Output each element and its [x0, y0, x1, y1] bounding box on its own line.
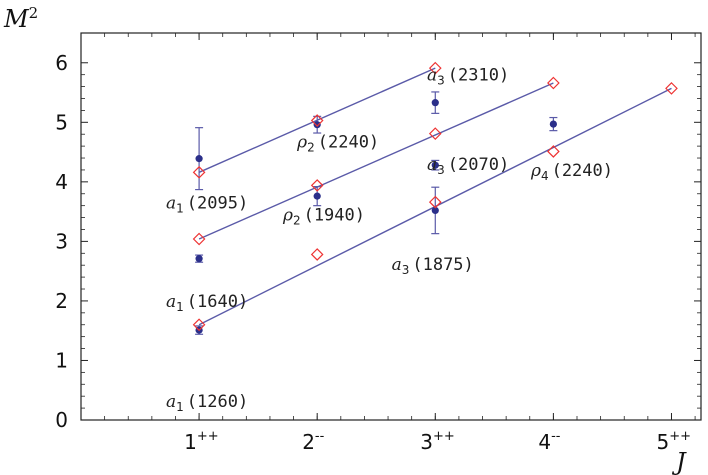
x-tick-label: 3++ — [420, 429, 455, 454]
y-axis-label: M2 — [3, 4, 38, 33]
resonance-subscript: 1 — [176, 202, 184, 216]
resonance-label: ρ4(2240) — [530, 161, 613, 183]
measured-point — [313, 192, 321, 200]
resonance-symbol: a — [166, 194, 176, 214]
resonance-label: a1(2095) — [166, 194, 248, 216]
measured-point — [195, 155, 203, 163]
resonance-subscript: 2 — [293, 214, 301, 228]
resonance-label: ρ2(1940) — [282, 206, 365, 228]
resonance-label: a3(1875) — [392, 255, 474, 277]
measured-point — [431, 99, 439, 107]
predicted-point — [428, 127, 442, 140]
x-tick-label: 4-- — [538, 429, 560, 454]
x-tick-label: 5++ — [656, 429, 691, 454]
resonance-symbol: ρ — [282, 206, 293, 226]
x-tick-base: 5 — [656, 430, 669, 454]
resonance-mass: (1875) — [412, 255, 473, 275]
predicted-point — [192, 232, 206, 246]
resonance-symbol: ρ — [530, 161, 541, 181]
predicted-point — [547, 145, 560, 158]
resonance-labels: a1(1260)a1(1640)a1(2095)ρ2(1940)ρ2(2240)… — [166, 66, 613, 414]
predicted-point — [428, 61, 442, 75]
predicted-point — [192, 165, 206, 179]
measured-point — [195, 255, 203, 263]
trajectory-line — [198, 82, 554, 240]
predicted-points — [192, 61, 678, 332]
resonance-label: a1(1640) — [166, 292, 248, 314]
y-tick-label: 5 — [55, 110, 68, 134]
resonance-label: a1(1260) — [166, 392, 248, 414]
measured-point — [431, 206, 439, 215]
plot-border — [80, 32, 702, 421]
resonance-label: a3(2310) — [427, 66, 509, 88]
resonance-subscript: 3 — [402, 263, 410, 277]
x-tick-base: 4 — [538, 430, 551, 454]
resonance-symbol: a — [427, 66, 437, 86]
resonance-mass: (2240) — [552, 161, 613, 181]
resonance-symbol: a — [166, 392, 176, 412]
plot-frame — [80, 32, 702, 421]
y-tick-label: 2 — [55, 289, 68, 313]
measured-point — [549, 120, 557, 128]
predicted-point — [428, 195, 442, 209]
resonance-subscript: 1 — [176, 400, 184, 414]
resonance-subscript: 3 — [437, 74, 445, 88]
measured-point — [313, 121, 321, 129]
x-tick-base: 2 — [302, 430, 315, 454]
resonance-mass: (1940) — [304, 206, 365, 226]
predicted-point — [547, 76, 560, 90]
resonance-mass: (2070) — [448, 155, 509, 175]
y-tick-label: 1 — [55, 348, 68, 372]
resonance-subscript: 3 — [437, 163, 445, 177]
x-tick-sup: ++ — [669, 429, 691, 444]
resonance-symbol: a — [427, 155, 437, 175]
measured-point — [431, 161, 439, 169]
predicted-point — [310, 114, 324, 127]
x-tick-sup: ++ — [197, 429, 219, 444]
error-bars — [195, 91, 558, 335]
resonance-mass: (1260) — [187, 392, 248, 412]
resonance-subscript: 4 — [541, 169, 549, 183]
resonance-symbol: a — [166, 292, 176, 312]
x-tick-sup: -- — [315, 429, 325, 444]
resonance-label: ρ2(2240) — [296, 132, 379, 154]
predicted-point — [192, 318, 206, 332]
x-tick-label: 2-- — [302, 429, 324, 454]
x-tick-label: 1++ — [184, 429, 219, 454]
resonance-symbol: ρ — [296, 132, 307, 152]
resonance-mass: (2240) — [318, 132, 379, 152]
resonance-mass: (2095) — [187, 194, 248, 214]
y-tick-label: 3 — [55, 229, 68, 253]
axis-ticks — [81, 33, 701, 421]
x-tick-sup: ++ — [433, 429, 455, 444]
x-axis-label: J — [671, 448, 687, 475]
x-tick-base: 1 — [184, 430, 197, 454]
resonance-symbol: a — [392, 255, 402, 275]
x-tick-base: 3 — [420, 430, 433, 454]
resonance-mass: (2310) — [448, 66, 509, 86]
resonance-subscript: 2 — [307, 140, 315, 154]
y-tick-label: 0 — [55, 408, 68, 432]
y-tick-label: 6 — [55, 51, 68, 75]
predicted-point — [310, 179, 324, 192]
resonance-label: a3(2070) — [427, 155, 509, 177]
predicted-point — [665, 82, 678, 95]
resonance-mass: (1640) — [187, 292, 248, 312]
predicted-point — [310, 248, 324, 261]
x-tick-sup: -- — [551, 429, 561, 444]
resonance-subscript: 1 — [176, 300, 184, 314]
y-tick-label: 4 — [55, 170, 68, 194]
